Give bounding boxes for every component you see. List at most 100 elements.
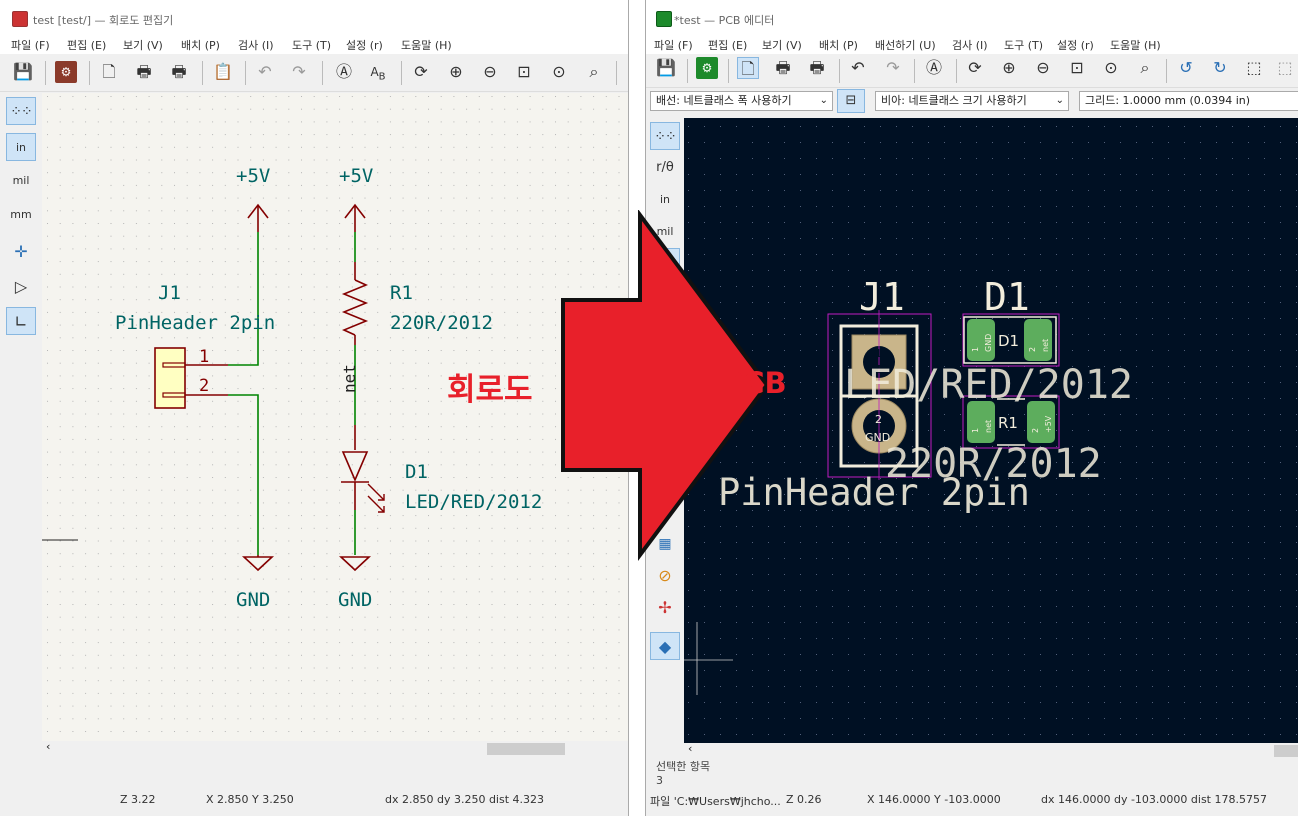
save-icon[interactable]: 💾 [656, 58, 676, 77]
schematic-menubar: 파일 (F) 편집 (E) 보기 (V) 배치 (P) 검사 (I) 도구 (T… [0, 34, 628, 54]
menu-file[interactable]: 파일 (F) [11, 39, 50, 52]
menu-place[interactable]: 배치 (P) [181, 39, 220, 52]
zoom-objects-icon[interactable]: ⊙ [552, 62, 566, 81]
delta-readout: dx 146.0000 dy -103.0000 dist 178.5757 [1041, 793, 1267, 806]
d1-silk-reference: D1 [984, 275, 1030, 319]
schematic-setup-icon[interactable]: ⚙ [55, 61, 77, 83]
cursor-shape-icon[interactable]: ✛ [14, 242, 28, 261]
scroll-left-icon[interactable]: ‹ [688, 742, 693, 755]
zoom-selection-icon[interactable]: ⌕ [1140, 58, 1150, 77]
paste-icon[interactable]: 📋 [213, 62, 233, 81]
via-display-icon[interactable]: ⊘ [658, 566, 672, 585]
power-label-5v-2: +5V [339, 165, 373, 187]
r1-silk-value: 220R/2012 [885, 441, 1102, 487]
power-5v-symbol-1[interactable] [247, 203, 269, 232]
menu-help[interactable]: 도움말 (H) [1110, 39, 1161, 52]
group-icon[interactable]: ⬚ [1246, 58, 1262, 77]
units-mm-button[interactable]: mm [10, 208, 32, 221]
layers-icon[interactable]: ◆ [650, 632, 680, 660]
zoom-selection-icon[interactable]: ⌕ [589, 62, 599, 81]
power-label-5v-1: +5V [236, 165, 270, 187]
scrollbar-thumb[interactable] [1274, 745, 1298, 757]
save-icon[interactable]: 💾 [13, 62, 33, 81]
gnd-symbol-1[interactable] [241, 555, 275, 572]
units-mil-button[interactable]: mil [12, 174, 30, 187]
schematic-canvas[interactable]: +5V +5V J1 PinHeader 2pin 1 2 R1 220R/20… [42, 93, 628, 741]
orthogonal-mode-icon[interactable]: ∟ [6, 307, 36, 335]
print-icon[interactable]: 🖶 [136, 62, 152, 81]
track-width-select[interactable]: 배선: 네트클래스 폭 사용하기⌄ [650, 91, 833, 111]
led-d1-symbol[interactable] [341, 425, 385, 513]
ungroup-icon[interactable]: ⬚ [1277, 58, 1293, 77]
zoom-out-icon[interactable]: ⊖ [483, 62, 497, 81]
units-inch-button[interactable]: in [6, 133, 36, 161]
schematic-wires[interactable] [228, 232, 356, 555]
zoom-fit-icon[interactable]: ⊡ [1070, 58, 1084, 77]
refresh-icon[interactable]: ⟳ [968, 58, 982, 77]
ratsnest-icon[interactable]: ▦ [658, 536, 672, 552]
menu-file[interactable]: 파일 (F) [654, 39, 693, 52]
track-width-toggle-icon[interactable]: ⊟ [837, 89, 865, 113]
scrollbar-thumb[interactable] [487, 743, 565, 755]
zoom-fit-icon[interactable]: ⊡ [517, 62, 531, 81]
connector-j1-symbol[interactable] [154, 347, 228, 409]
scroll-left-icon[interactable]: ‹ [46, 740, 51, 753]
menu-preferences[interactable]: 설정 (r) [1057, 39, 1094, 52]
gnd-symbol-2[interactable] [338, 556, 372, 572]
pcb-horizontal-scrollbar[interactable]: ‹ [684, 742, 1298, 758]
find-icon[interactable]: Ⓐ [335, 62, 352, 81]
menu-inspect[interactable]: 검사 (I) [238, 39, 274, 52]
schematic-horizontal-scrollbar[interactable]: ‹ [42, 740, 628, 755]
resistor-r1-symbol[interactable] [341, 262, 369, 345]
pcb-statusbar: 파일 'C:₩Users₩jhcho... Z 0.26 X 146.0000 … [646, 789, 1298, 811]
menu-help[interactable]: 도움말 (H) [401, 39, 452, 52]
pcb-canvas[interactable]: 1 +5V 2 GND 1 GND 2 net 1 net 2 +5V D1 R… [684, 118, 1298, 743]
page-settings-icon[interactable]: 🗋 [102, 62, 116, 81]
undo-icon[interactable]: ↶ [258, 62, 272, 81]
grid-toggle-icon[interactable]: ⁘⁘ [650, 122, 680, 150]
menu-inspect[interactable]: 검사 (I) [952, 39, 988, 52]
grid-size-select[interactable]: 그리드: 1.0000 mm (0.0394 in) [1079, 91, 1298, 111]
track-display-icon[interactable]: ✢ [658, 598, 672, 617]
menu-tools[interactable]: 도구 (T) [292, 39, 332, 52]
zoom-out-icon[interactable]: ⊖ [1036, 58, 1050, 77]
footprint-r1[interactable] [962, 395, 1060, 449]
cursor-coordinates: X 146.0000 Y -103.0000 [867, 793, 1001, 806]
grid-toggle-icon[interactable]: ⁘⁘ [6, 97, 36, 125]
print-icon[interactable]: 🖶 [775, 58, 791, 77]
menu-preferences[interactable]: 설정 (r) [346, 39, 383, 52]
menu-view[interactable]: 보기 (V) [762, 39, 802, 52]
redo-icon[interactable]: ↷ [292, 62, 306, 81]
units-mil-button[interactable]: mil [656, 225, 674, 238]
menu-tools[interactable]: 도구 (T) [1004, 39, 1044, 52]
arrow-right-label: PCB [722, 366, 787, 400]
units-inch-button[interactable]: in [659, 193, 671, 206]
undo-icon[interactable]: ↶ [851, 58, 865, 77]
footprint-d1[interactable] [962, 313, 1060, 367]
zoom-readout: Z 3.22 [120, 793, 156, 806]
polar-coords-icon[interactable]: r/θ [656, 160, 674, 175]
rotate-ccw-icon[interactable]: ↺ [1179, 58, 1193, 77]
power-5v-symbol-2[interactable] [344, 203, 366, 232]
find-replace-icon[interactable]: AB [370, 65, 386, 83]
zoom-in-icon[interactable]: ⊕ [449, 62, 463, 81]
footprint-j1[interactable] [827, 310, 932, 480]
menu-route[interactable]: 배선하기 (U) [875, 39, 936, 52]
find-icon[interactable]: Ⓐ [925, 58, 942, 77]
via-size-select[interactable]: 비아: 네트클래스 크기 사용하기⌄ [875, 91, 1069, 111]
hidden-pins-icon[interactable]: ▷ [14, 277, 28, 296]
menu-place[interactable]: 배치 (P) [819, 39, 858, 52]
plot-icon[interactable]: 🖶 [171, 62, 187, 81]
zoom-objects-icon[interactable]: ⊙ [1104, 58, 1118, 77]
menu-view[interactable]: 보기 (V) [123, 39, 163, 52]
r1-fab-reference: R1 [998, 414, 1018, 432]
zoom-in-icon[interactable]: ⊕ [1002, 58, 1016, 77]
plot-icon[interactable]: 🖶 [809, 58, 825, 77]
page-settings-icon[interactable]: 🗋 [737, 57, 759, 79]
menu-edit[interactable]: 편집 (E) [708, 39, 748, 52]
refresh-icon[interactable]: ⟳ [414, 62, 428, 81]
redo-icon[interactable]: ↷ [886, 58, 900, 77]
rotate-cw-icon[interactable]: ↻ [1213, 58, 1227, 77]
menu-edit[interactable]: 편집 (E) [67, 39, 107, 52]
board-setup-icon[interactable]: ⚙ [696, 57, 718, 79]
